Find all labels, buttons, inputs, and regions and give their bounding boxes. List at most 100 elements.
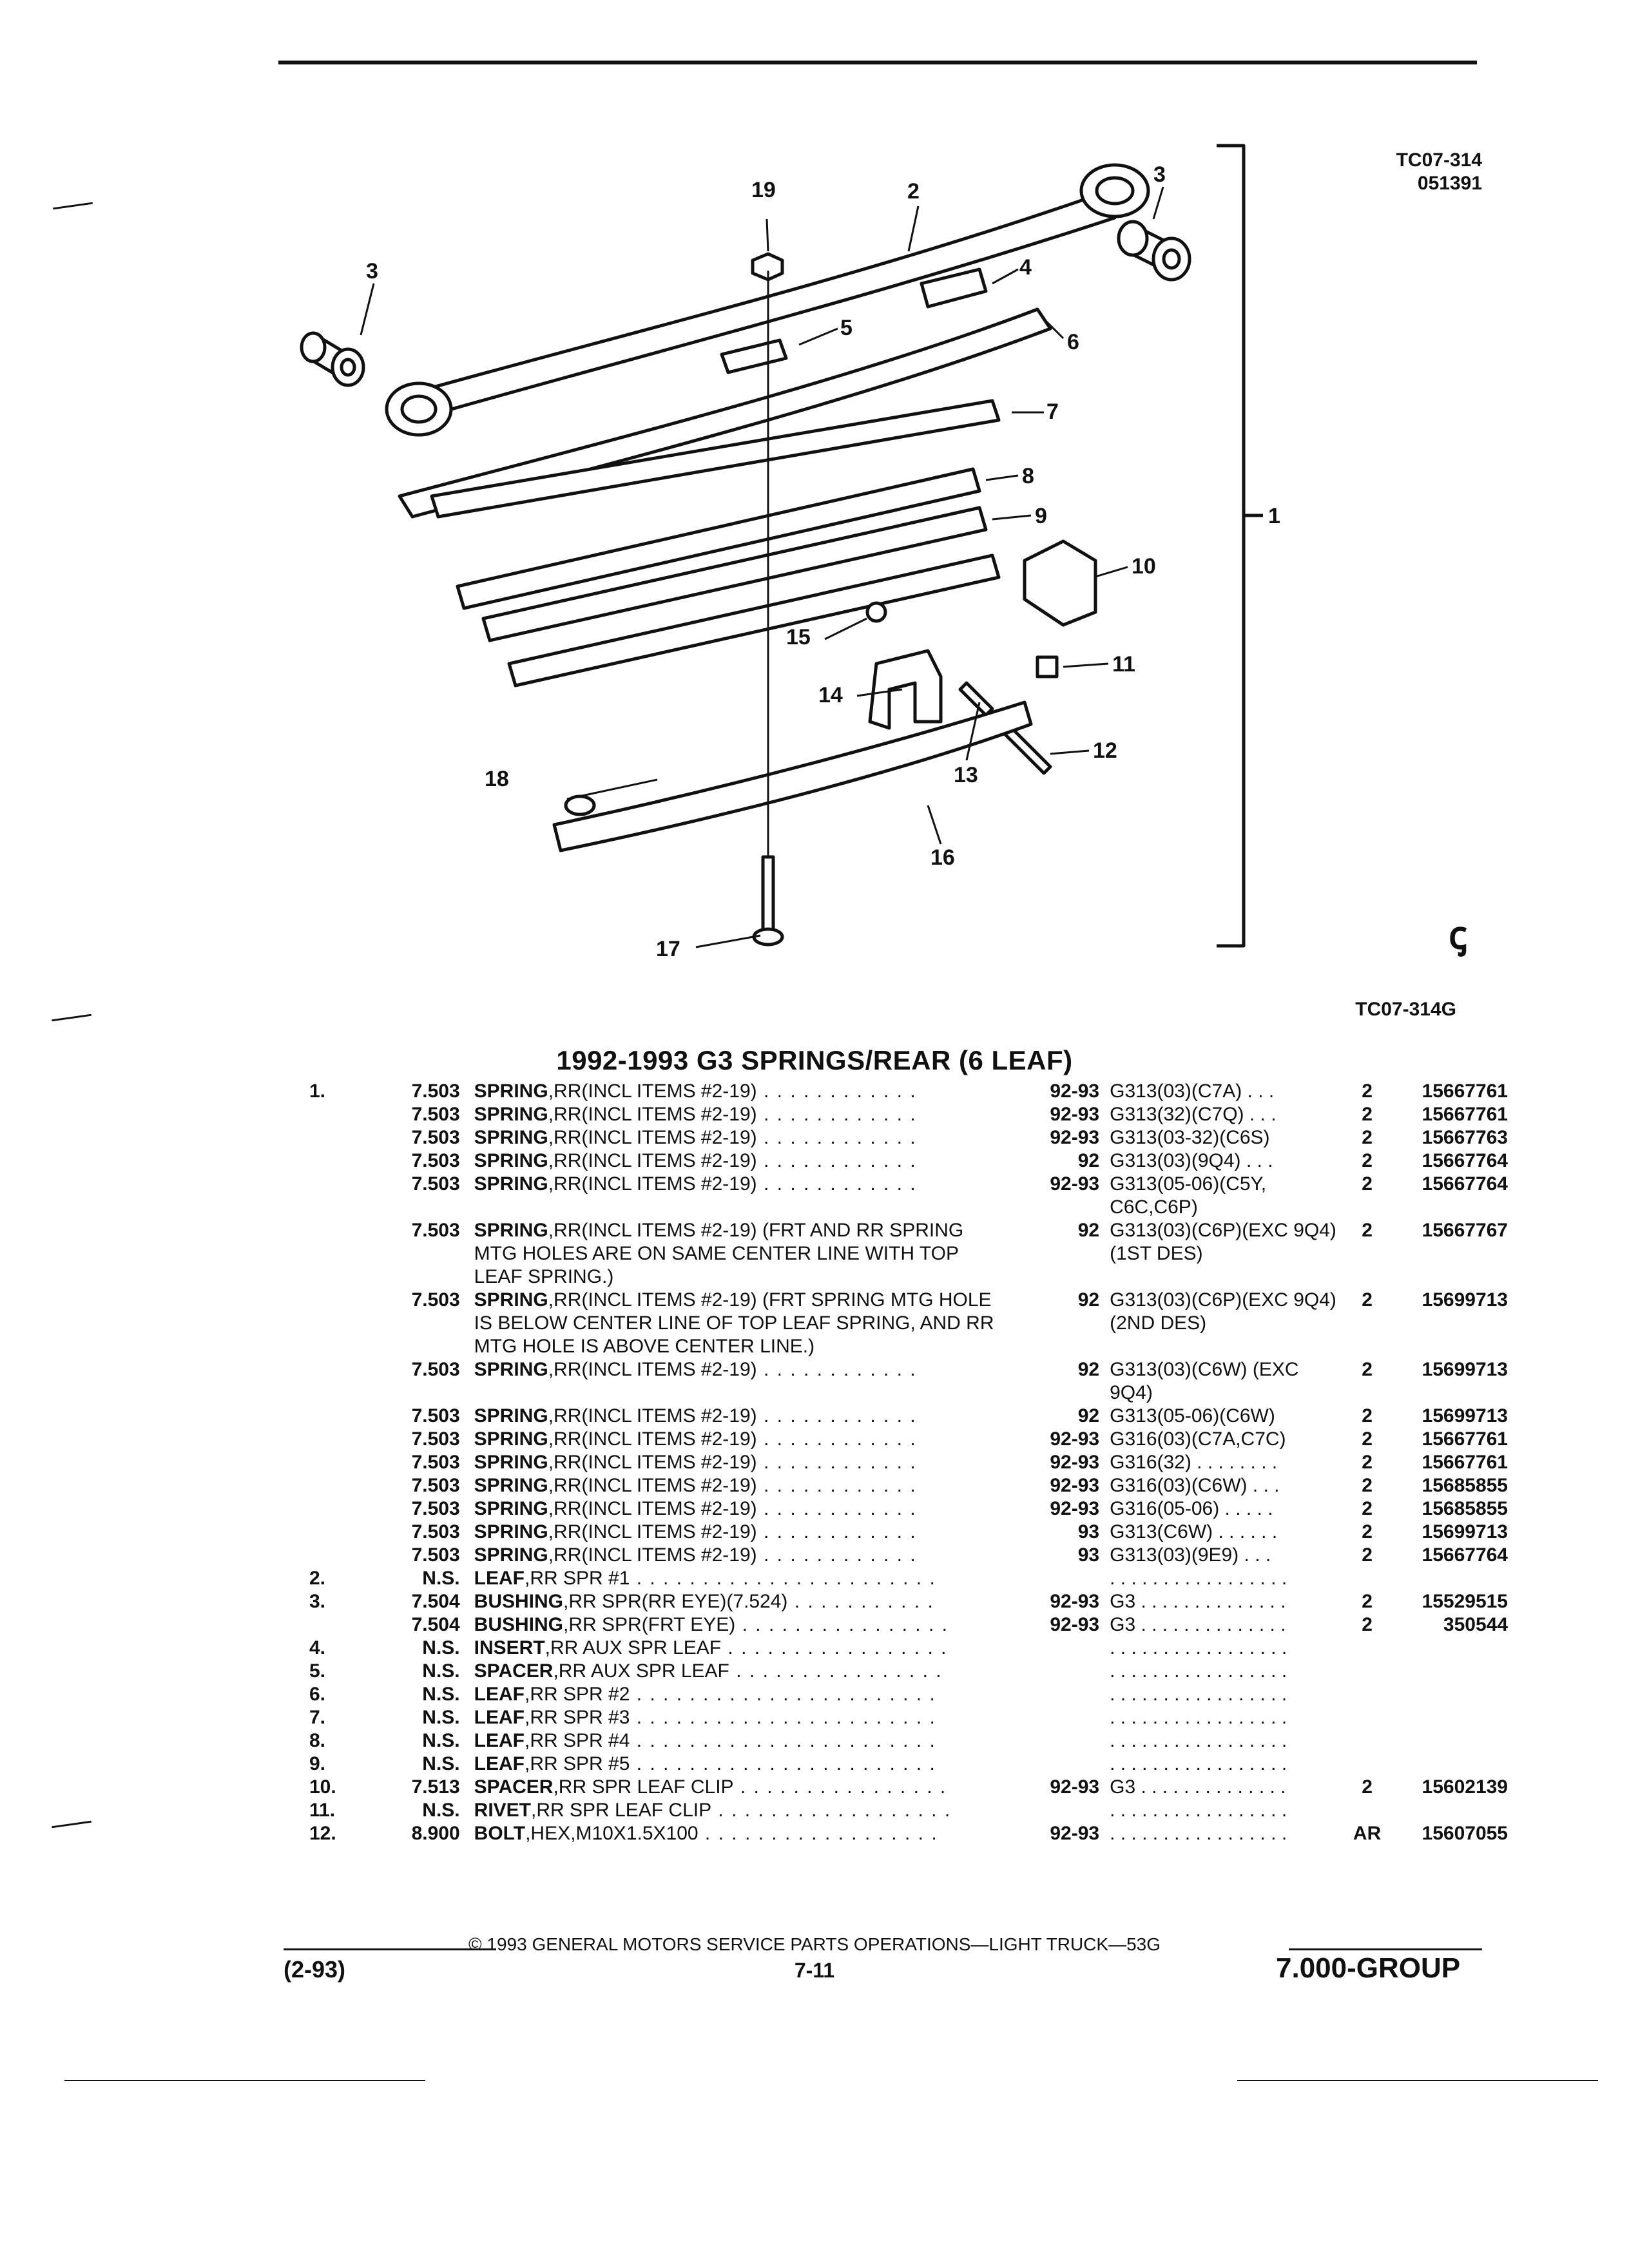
callout-15: 15: [786, 625, 811, 649]
part-name: SPRING: [474, 1127, 548, 1148]
description: SPRING,RR(INCL ITEMS #2-19) . . . . . . …: [474, 1497, 1008, 1521]
group-code: 7.503: [411, 1220, 460, 1241]
table-row: 4.N.S.INSERT,RR AUX SPR LEAF . . . . . .…: [309, 1637, 1508, 1660]
part-detail: ,RR(INCL ITEMS #2-19) (FRT AND RR SPRING…: [474, 1220, 964, 1287]
part-number: 15529515: [1422, 1591, 1508, 1612]
leaf-spring-exploded-diagram: 1 2 3 3 4 5 6 7 8 9 10 11 12 13 14 15 16…: [300, 144, 1280, 961]
footer-rule-right: [1289, 1948, 1482, 1950]
description: SPRING,RR(INCL ITEMS #2-19) . . . . . . …: [474, 1126, 1008, 1149]
part-number: 15667764: [1422, 1544, 1508, 1566]
table-row: 7.503 SPRING,RR(INCL ITEMS #2-19) . . . .…: [309, 1521, 1508, 1544]
part-name: LEAF: [474, 1568, 525, 1589]
gm-logo-icon: ꞔ: [1449, 914, 1467, 957]
callout-9: 9: [1035, 504, 1047, 528]
part-number: 15667761: [1422, 1452, 1508, 1473]
sleeve: [958, 681, 994, 717]
leader-dots: . . . . . . . . . . . . . . . . . . . . …: [630, 1568, 936, 1589]
part-detail: ,RR(INCL ITEMS #2-19): [548, 1081, 757, 1102]
item-number: [309, 1451, 371, 1474]
item-number: 12.: [309, 1823, 336, 1844]
center-bolt: [761, 855, 775, 936]
description: SPRING,RR(INCL ITEMS #2-19) . . . . . . …: [474, 1405, 1008, 1428]
model-year: 93: [1077, 1521, 1100, 1542]
group-code: 7.503: [411, 1428, 460, 1450]
part-name: LEAF: [474, 1684, 525, 1705]
part-detail: ,RR(INCL ITEMS #2-19) (FRT SPRING MTG HO…: [474, 1289, 994, 1357]
description: SPRING,RR(INCL ITEMS #2-19) . . . . . . …: [474, 1521, 1008, 1544]
spacer-clip: [1023, 539, 1097, 627]
group-code: 7.503: [411, 1081, 460, 1102]
part-detail: ,RR(INCL ITEMS #2-19): [548, 1521, 757, 1542]
callout-18: 18: [485, 767, 509, 791]
quantity: [1343, 1729, 1391, 1753]
item-number: 7.: [309, 1707, 326, 1728]
group-code: 7.503: [411, 1405, 460, 1427]
group-code: N.S.: [422, 1707, 460, 1728]
quantity: 2: [1362, 1776, 1373, 1798]
table-row: 9.N.S.LEAF,RR SPR #5 . . . . . . . . . .…: [309, 1753, 1508, 1776]
description: SPRING,RR(INCL ITEMS #2-19) . . . . . . …: [474, 1428, 1008, 1451]
quantity: 2: [1362, 1173, 1373, 1195]
part-number: [1391, 1753, 1508, 1776]
description: SPRING,RR(INCL ITEMS #2-19) (FRT AND RR …: [474, 1219, 1008, 1289]
item-number: 4.: [309, 1637, 326, 1658]
footer-copyright: © 1993 GENERAL MOTORS SERVICE PARTS OPER…: [468, 1934, 1161, 1954]
model-year: 92: [1077, 1150, 1100, 1171]
part-name: SPRING: [474, 1359, 548, 1380]
part-name: BUSHING: [474, 1614, 563, 1635]
item-number: [309, 1428, 371, 1451]
model-applicability: G3 . . . . . . . . . . . . . .: [1110, 1591, 1286, 1612]
leaf-9: [481, 506, 988, 642]
description: SPRING,RR(INCL ITEMS #2-19) . . . . . . …: [474, 1103, 1008, 1126]
quantity: 2: [1362, 1521, 1373, 1542]
part-detail: ,RR SPR #5: [524, 1753, 630, 1774]
model-year: [1008, 1660, 1110, 1683]
leader-dots: . . . . . . . . . . . .: [757, 1127, 917, 1148]
quantity: [1343, 1799, 1391, 1822]
part-name: LEAF: [474, 1753, 525, 1774]
part-detail: ,RR(INCL ITEMS #2-19): [548, 1127, 757, 1148]
description: SPRING,RR(INCL ITEMS #2-19) . . . . . . …: [474, 1474, 1008, 1497]
margin-mark: [52, 1820, 92, 1829]
model-year: [1008, 1683, 1110, 1706]
description: SPRING,RR(INCL ITEMS #2-19) . . . . . . …: [474, 1544, 1008, 1567]
model-year: 92-93: [1050, 1452, 1100, 1473]
part-number: [1391, 1683, 1508, 1706]
quantity: 2: [1362, 1405, 1373, 1427]
callout-11: 11: [1112, 652, 1135, 677]
quantity: 2: [1362, 1428, 1373, 1450]
assembly-bracket: [1217, 144, 1246, 948]
group-code: 7.503: [411, 1521, 460, 1542]
bushing-right: [1117, 220, 1191, 282]
part-number: 15667761: [1422, 1081, 1508, 1102]
part-name: LEAF: [474, 1730, 525, 1751]
quantity: 2: [1362, 1544, 1373, 1566]
callout-13: 13: [954, 763, 978, 787]
part-number: 15667764: [1422, 1173, 1508, 1195]
part-name: SPRING: [474, 1521, 548, 1542]
group-code: N.S.: [422, 1660, 460, 1682]
leader-dots: . . . . . . . . . . . .: [757, 1452, 917, 1473]
model-year: 92: [1077, 1405, 1100, 1427]
quantity: 2: [1362, 1591, 1373, 1612]
group-code: 7.504: [411, 1591, 460, 1612]
part-number: 15685855: [1422, 1475, 1508, 1496]
model-year: [1008, 1567, 1110, 1590]
model-year: [1008, 1637, 1110, 1660]
part-number: [1391, 1729, 1508, 1753]
quantity: 2: [1362, 1289, 1373, 1311]
group-code: 7.503: [411, 1475, 460, 1496]
model-applicability: G313(03-32)(C6S): [1110, 1127, 1270, 1148]
model-year: [1008, 1706, 1110, 1729]
part-number: 15667763: [1422, 1127, 1508, 1148]
model-applicability: . . . . . . . . . . . . . . . . .: [1110, 1568, 1287, 1589]
part-detail: ,RR(INCL ITEMS #2-19): [548, 1452, 757, 1473]
item-number: 2.: [309, 1568, 326, 1589]
leader-dots: . . . . . . . . . . . . . . . . . . . . …: [630, 1707, 936, 1728]
leader-dots: . . . . . . . . . . . . . . . .: [735, 1614, 949, 1635]
model-applicability: . . . . . . . . . . . . . . . . .: [1110, 1637, 1287, 1658]
